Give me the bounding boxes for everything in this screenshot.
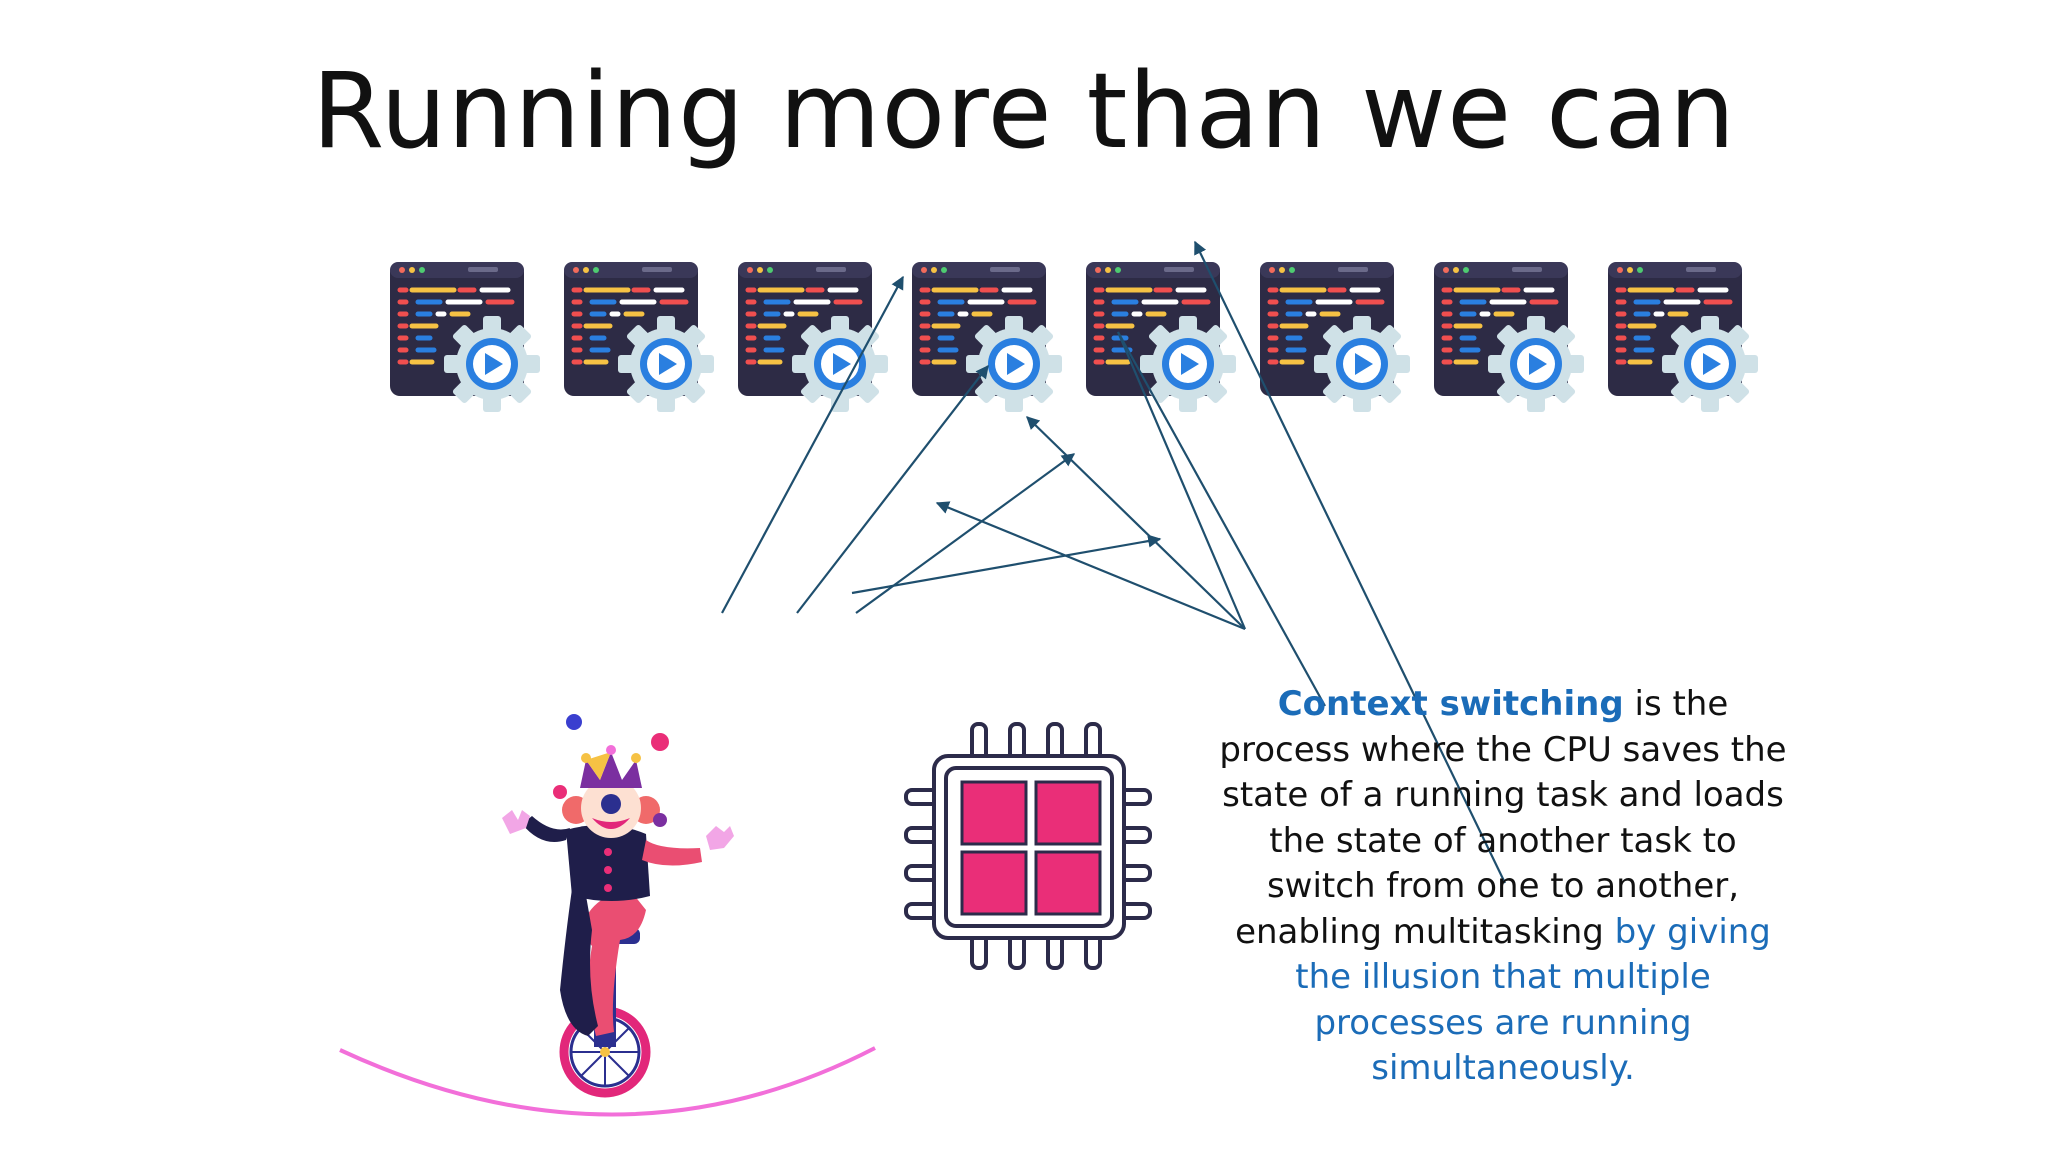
process-window-icon [564,262,714,412]
context-switching-description: Context switching is the process where t… [1218,682,1788,1092]
process-window-icon [738,262,888,412]
slide-title: Running more than we can [312,50,1736,172]
cpu-chip-icon [904,722,1152,970]
juggling-clown-unicycle-illustration [339,714,876,1117]
description-body: is the process where the CPU saves the s… [1219,684,1787,952]
term-context-switching: Context switching [1277,684,1624,724]
process-window-icon [390,262,540,412]
description-highlight: by giving the illusion that multiple pro… [1295,911,1771,1089]
process-window-icon [1260,262,1410,412]
process-window-icon [1086,262,1236,412]
process-window-icon [1434,262,1584,412]
process-window-icon [912,262,1062,412]
process-window-icon [1608,262,1758,412]
